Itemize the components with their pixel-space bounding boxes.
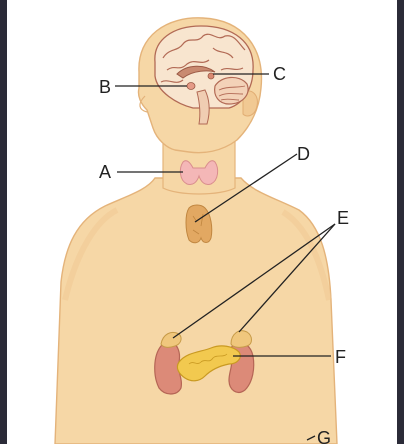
cerebellum — [215, 77, 248, 104]
left-frame-edge — [0, 0, 7, 444]
pituitary-gland — [187, 83, 195, 90]
label-g: G — [317, 428, 331, 444]
label-b: B — [99, 77, 111, 97]
label-d: D — [297, 144, 310, 164]
label-c: C — [273, 64, 286, 84]
endocrine-diagram: A B C D E F G — [7, 0, 397, 444]
label-f: F — [335, 347, 346, 367]
label-e: E — [337, 208, 349, 228]
right-frame-edge — [397, 0, 404, 444]
diagram-panel: A B C D E F G — [7, 0, 397, 444]
label-a: A — [99, 162, 111, 182]
